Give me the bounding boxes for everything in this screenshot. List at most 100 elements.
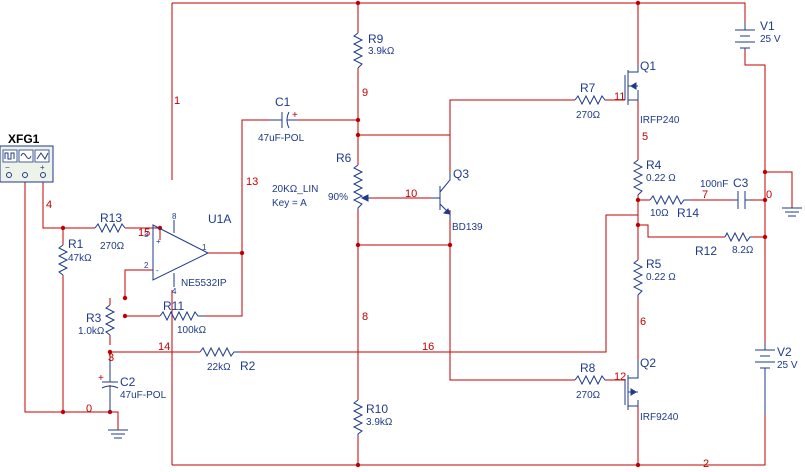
- v2-battery[interactable]: [755, 342, 775, 415]
- q2-mosfet[interactable]: [624, 360, 639, 410]
- r3-ref: R3: [86, 311, 102, 325]
- r14-ref: R14: [677, 206, 699, 220]
- r2-resistor[interactable]: [199, 346, 240, 358]
- xfg1-function-generator[interactable]: − +: [0, 145, 54, 183]
- r6-key: Key = A: [272, 198, 307, 209]
- r14-value: 10Ω: [650, 208, 669, 219]
- r11-resistor[interactable]: [159, 310, 205, 322]
- c3-capacitor[interactable]: [735, 191, 750, 209]
- r12-resistor[interactable]: [724, 231, 752, 243]
- svg-text:−: −: [5, 163, 10, 172]
- r8-ref: R8: [580, 361, 596, 375]
- net-0-right: 0: [766, 189, 772, 201]
- r1-resistor[interactable]: [57, 244, 69, 276]
- svg-text:+: +: [98, 373, 104, 384]
- r13-ref: R13: [100, 211, 122, 225]
- net-7: 7: [702, 189, 708, 201]
- r4-resistor[interactable]: [632, 159, 644, 196]
- wires: [24, 2, 793, 466]
- u1a-opamp[interactable]: [152, 220, 210, 287]
- r5-ref: R5: [646, 257, 662, 271]
- net-14: 14: [158, 341, 170, 353]
- c1-capacitor[interactable]: [270, 111, 298, 129]
- r13-resistor[interactable]: [94, 222, 126, 234]
- net-11: 11: [614, 91, 625, 103]
- net-16: 16: [422, 341, 434, 353]
- c3-ref: C3: [733, 176, 749, 190]
- r5-value: 0.22 Ω: [646, 272, 676, 283]
- q2-ref: Q2: [640, 356, 656, 370]
- net-13: 13: [246, 176, 258, 188]
- net-8: 8: [362, 311, 368, 323]
- r2-value: 22kΩ: [207, 362, 231, 373]
- c2-capacitor[interactable]: +: [98, 360, 119, 412]
- u1a-ref: U1A: [208, 212, 231, 226]
- r4-value: 0.22 Ω: [646, 173, 676, 184]
- r9-value: 3.9kΩ: [368, 46, 395, 57]
- net-1: 1: [174, 95, 180, 107]
- r6-potentiometer[interactable]: [352, 164, 370, 210]
- r6-ref: R6: [336, 151, 352, 165]
- u1a-minus-sign: -: [156, 266, 159, 275]
- c1-ref: C1: [275, 95, 291, 109]
- c1-plus: +: [292, 110, 298, 121]
- net-6: 6: [640, 316, 646, 328]
- u1a-pin3: 3: [144, 230, 149, 239]
- v2-value: 25 V: [777, 360, 798, 371]
- r4-ref: R4: [646, 158, 662, 172]
- c2-ref: C2: [120, 375, 136, 389]
- u1a-pin2: 2: [144, 261, 149, 270]
- r11-value: 100kΩ: [177, 325, 207, 336]
- r6-setting: 90%: [328, 192, 348, 203]
- r9-resistor[interactable]: [352, 32, 364, 69]
- u1a-pin8: 8: [172, 212, 177, 221]
- c1-value: 47uF-POL: [258, 133, 305, 144]
- xfg1-label: XFG1: [8, 132, 40, 146]
- svg-text:+: +: [40, 163, 45, 172]
- r14-resistor[interactable]: [649, 194, 690, 206]
- c2-value: 47uF-POL: [120, 390, 167, 401]
- net-12: 12: [614, 371, 626, 383]
- r13-value: 270Ω: [100, 241, 125, 252]
- r3-resistor[interactable]: [104, 304, 116, 336]
- v1-battery[interactable]: [735, 22, 755, 50]
- r1-value: 47kΩ: [68, 253, 92, 264]
- u1a-pin1: 1: [202, 243, 207, 252]
- q1-value: IRFP240: [640, 115, 680, 126]
- r5-resistor[interactable]: [632, 259, 644, 298]
- v2-ref: V2: [777, 345, 792, 359]
- q3-value: BD139: [452, 222, 483, 233]
- r6-value: 20KΩ_LIN: [272, 184, 318, 195]
- net-10: 10: [405, 188, 417, 200]
- net-9: 9: [362, 87, 368, 99]
- r12-ref: R12: [695, 244, 717, 258]
- junction-dots: [60, 0, 768, 468]
- u1a-plus-sign: +: [156, 237, 161, 246]
- c3-value: 100nF: [700, 179, 728, 190]
- v1-ref: V1: [760, 19, 775, 33]
- r1-ref: R1: [68, 237, 84, 251]
- net-4: 4: [46, 199, 52, 211]
- r10-value: 3.9kΩ: [366, 417, 393, 428]
- q3-ref: Q3: [453, 167, 469, 181]
- q1-mosfet[interactable]: [624, 65, 639, 105]
- r9-ref: R9: [368, 32, 384, 46]
- r7-resistor[interactable]: [574, 94, 606, 106]
- net-0-left: 0: [86, 403, 92, 415]
- ground-icon-left: [108, 429, 128, 439]
- r10-ref: R10: [366, 402, 388, 416]
- r11-ref: R11: [163, 299, 184, 313]
- r12-value: 8.2Ω: [732, 245, 754, 256]
- r10-resistor[interactable]: [352, 399, 364, 437]
- q3-transistor[interactable]: [432, 172, 451, 220]
- r2-ref: R2: [240, 359, 256, 373]
- net-2: 2: [703, 458, 709, 470]
- r7-value: 270Ω: [576, 110, 601, 121]
- net-3: 3: [108, 352, 114, 364]
- r3-value: 1.0kΩ: [78, 326, 105, 337]
- q1-ref: Q1: [640, 59, 656, 73]
- r8-value: 270Ω: [576, 390, 601, 401]
- r8-resistor[interactable]: [574, 374, 606, 386]
